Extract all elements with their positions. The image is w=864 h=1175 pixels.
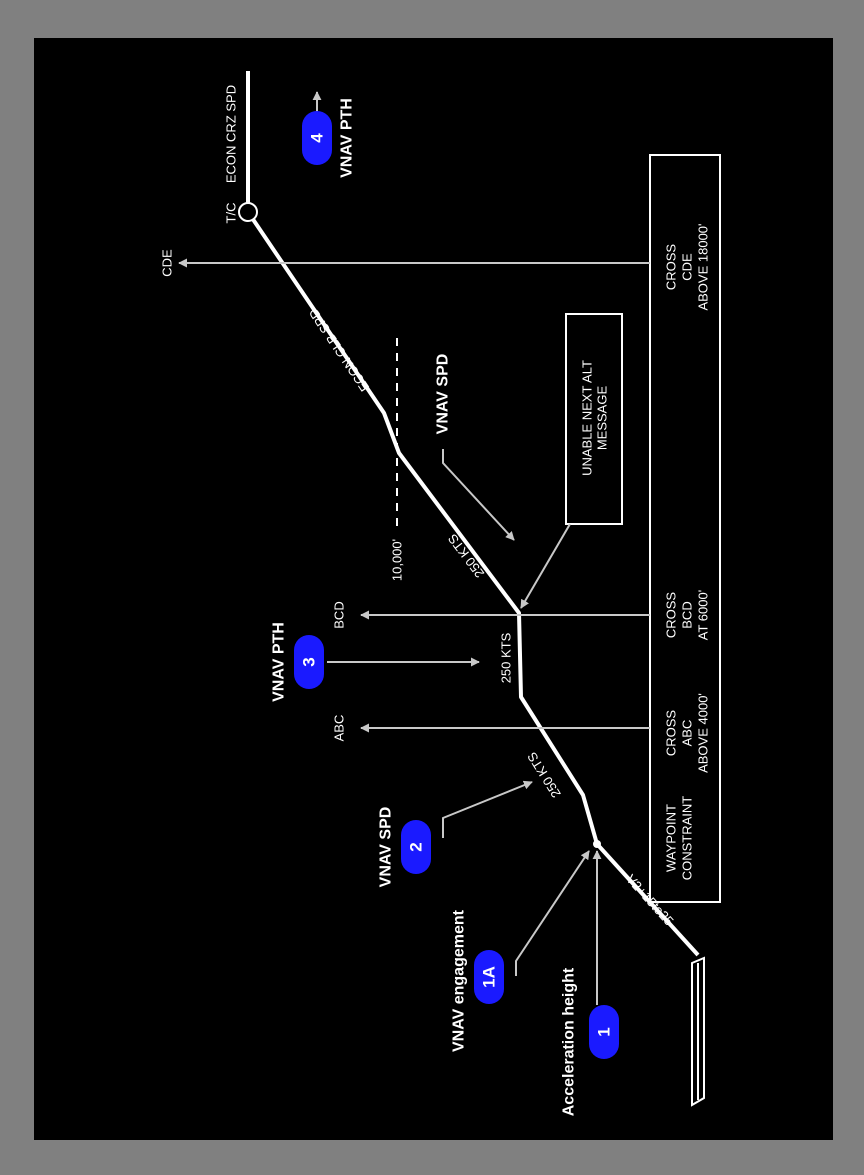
- acceleration-point: [593, 840, 601, 848]
- unable-message-line-2: MESSAGE: [595, 386, 610, 451]
- waypoint-abc-name: ABC: [332, 715, 347, 742]
- waypoint-cde-name: CDE: [160, 249, 175, 277]
- econ-clb-label: ECON CLB SPD: [306, 306, 373, 395]
- diagram-panel: 1 Acceleration height 1A VNAV engagement…: [34, 38, 833, 1140]
- badge-1a: 1A: [474, 950, 504, 1004]
- arrow-vnav-spd-2: [442, 780, 533, 838]
- constraint-abc-line-1: CROSS: [664, 710, 679, 757]
- unable-message-line-1: UNABLE NEXT ALT: [580, 360, 595, 476]
- badge-2-title: VNAV SPD: [378, 807, 395, 888]
- waypoint-bcd-name: BCD: [332, 601, 347, 628]
- top-of-climb-label: T/C: [224, 203, 239, 224]
- vnav-spd-mid-label: VNAV SPD: [435, 354, 452, 435]
- badge-1a-number: 1A: [480, 966, 499, 988]
- vnav-climb-profile-diagram: 1 Acceleration height 1A VNAV engagement…: [160, 71, 721, 1116]
- badge-1-title: Acceleration height: [561, 967, 578, 1116]
- constraint-header-line-2: CONSTRAINT: [680, 796, 695, 881]
- constraint-box: [649, 154, 721, 903]
- constraint-bcd-line-1: CROSS: [664, 592, 679, 639]
- badge-1: 1: [589, 1005, 619, 1059]
- badge-1-number: 1: [595, 1027, 614, 1036]
- badge-4-number: 4: [308, 133, 327, 143]
- constraint-cde-line-2: CDE: [680, 253, 695, 281]
- flight-path: [246, 210, 700, 957]
- constraint-header-line-1: WAYPOINT: [664, 804, 679, 872]
- unable-message-box: [565, 313, 623, 525]
- speed-label-250-b: 250 KTS: [499, 632, 514, 683]
- arrow-vnav-spd-mid: [442, 449, 515, 541]
- top-of-climb-circle: [238, 202, 258, 222]
- constraint-cde-line-3: ABOVE 18000': [696, 223, 711, 310]
- speed-label-250-c: 250 KTS: [445, 531, 488, 581]
- runway: [691, 956, 705, 1107]
- econ-crz-label: ECON CRZ SPD: [224, 85, 239, 183]
- badge-2-number: 2: [407, 842, 426, 851]
- altitude-10000-label: 10,000': [390, 539, 405, 581]
- constraint-bcd-line-3: AT 6000': [696, 590, 711, 640]
- badge-3-number: 3: [300, 657, 319, 666]
- constraint-cde-line-1: CROSS: [664, 244, 679, 291]
- badge-1a-title: VNAV engagement: [451, 909, 468, 1052]
- badge-4: 4: [302, 111, 332, 165]
- badge-3: 3: [294, 635, 324, 689]
- constraint-abc-line-3: ABOVE 4000': [696, 693, 711, 773]
- badge-4-title: VNAV PTH: [339, 98, 356, 178]
- constraint-abc-line-2: ABC: [680, 720, 695, 747]
- arrow-vnav-engagement: [515, 850, 590, 976]
- badge-3-title: VNAV PTH: [271, 622, 288, 702]
- constraint-bcd-line-2: BCD: [680, 601, 695, 628]
- arrow-unable-message: [520, 523, 571, 609]
- badge-2: 2: [401, 820, 431, 874]
